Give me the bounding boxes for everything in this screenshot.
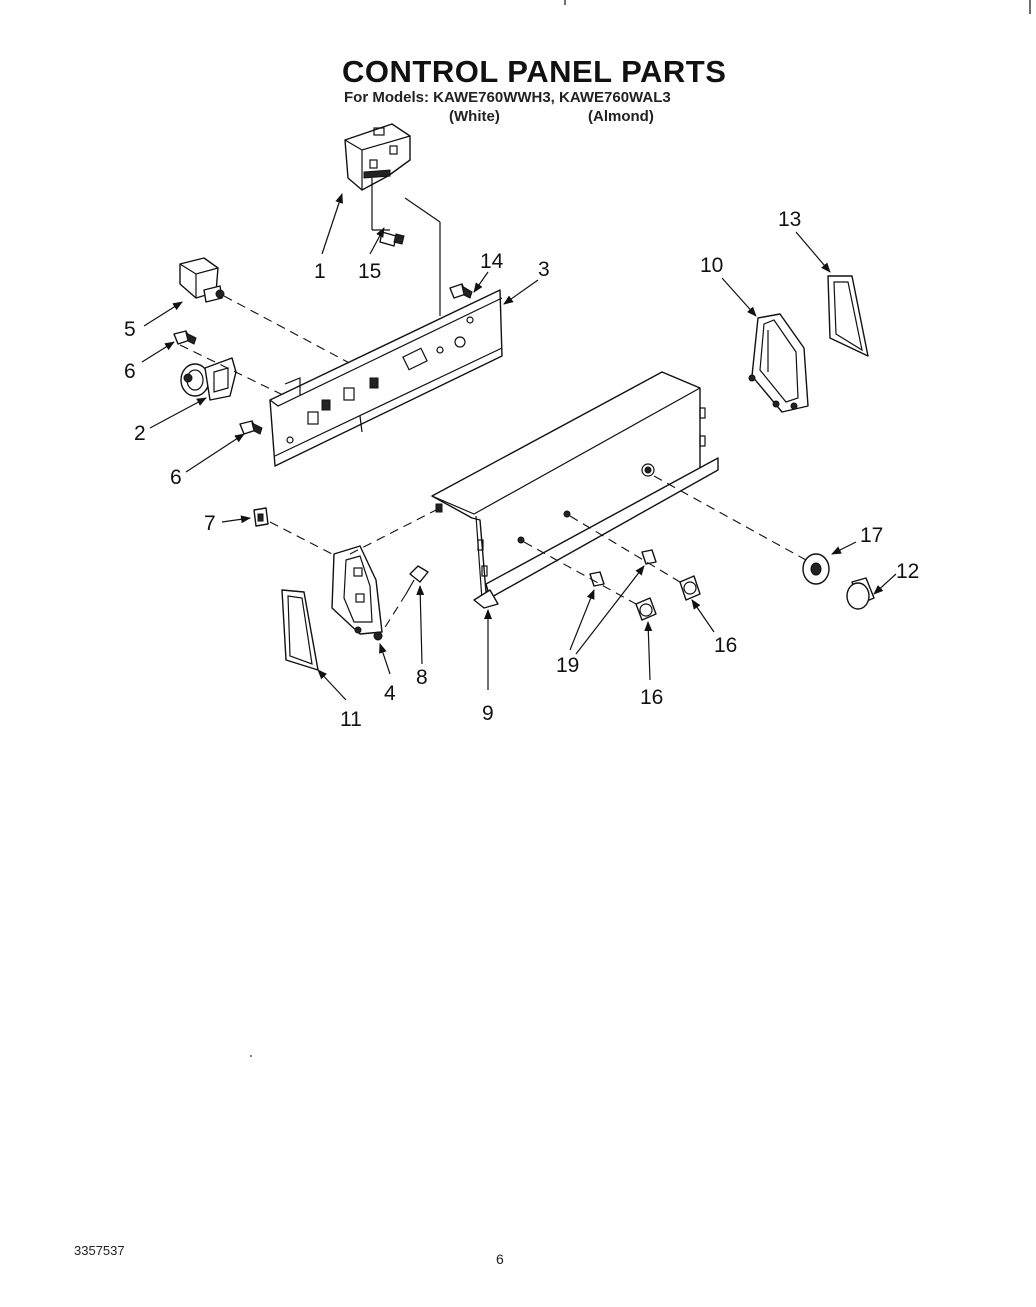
callout-12: 12: [896, 560, 919, 583]
part-clip: [253, 507, 269, 527]
callout-6-lower: 6: [170, 466, 182, 489]
callout-11: 11: [340, 708, 362, 731]
part-spacer-19a: [589, 571, 605, 587]
page-number: 6: [496, 1251, 504, 1267]
part-screw-15: [379, 231, 405, 247]
callout-3: 3: [538, 258, 550, 281]
callout-leaders: [141, 193, 897, 701]
callout-15: 15: [358, 260, 381, 283]
part-lens-frame: [827, 275, 869, 357]
part-button-16a: [635, 597, 657, 621]
guide-line-end-cap: [349, 507, 441, 555]
part-screw-14: [449, 283, 473, 299]
callout-8: 8: [416, 666, 428, 689]
callout-17: 17: [860, 524, 883, 547]
callout-16-upper: 16: [714, 634, 737, 657]
part-knob-assembly: [180, 357, 237, 401]
callout-19: 19: [556, 654, 579, 677]
part-control-bracket: [269, 222, 503, 467]
part-washer: [802, 553, 830, 585]
part-console: [431, 371, 719, 609]
part-console-bracket: [748, 313, 809, 413]
part-screw-6-upper: [173, 330, 197, 345]
guide-line-button-16a: [523, 541, 637, 605]
part-spacer-19b: [641, 549, 657, 565]
guide-line-screw-8: [381, 593, 407, 633]
document-number: 3357537: [74, 1243, 125, 1258]
models-line: For Models: KAWE760WWH3, KAWE760WAL3: [344, 89, 671, 106]
part-screw-6-lower: [239, 420, 263, 435]
part-button-16b: [679, 575, 701, 601]
guide-line-button-16b: [569, 515, 681, 583]
callout-2: 2: [134, 422, 146, 445]
part-lens: [281, 589, 319, 671]
callout-7: 7: [204, 512, 216, 535]
page-title: CONTROL PANEL PARTS: [342, 54, 727, 89]
part-switch: [179, 257, 225, 303]
part-knob: [846, 577, 875, 610]
callout-4: 4: [384, 682, 396, 705]
part-timer: [344, 123, 441, 231]
callout-16-lower: 16: [640, 686, 663, 709]
variant-white: (White): [449, 108, 500, 125]
callout-1: 1: [314, 260, 326, 283]
part-end-cap: [331, 545, 383, 641]
part-screw-8: [405, 565, 429, 595]
callout-5: 5: [124, 318, 136, 341]
scan-edge-marks: [564, 0, 1031, 14]
scan-speck: [250, 1055, 252, 1057]
callout-13: 13: [778, 208, 801, 231]
guide-line-switch: [223, 295, 356, 367]
callout-10: 10: [700, 254, 723, 277]
variant-almond: (Almond): [588, 108, 654, 125]
guide-line-knob: [179, 344, 286, 397]
guide-line-clip: [269, 521, 337, 557]
callout-14: 14: [480, 250, 504, 273]
callout-9: 9: [482, 702, 494, 725]
callout-6-upper: 6: [124, 360, 136, 383]
